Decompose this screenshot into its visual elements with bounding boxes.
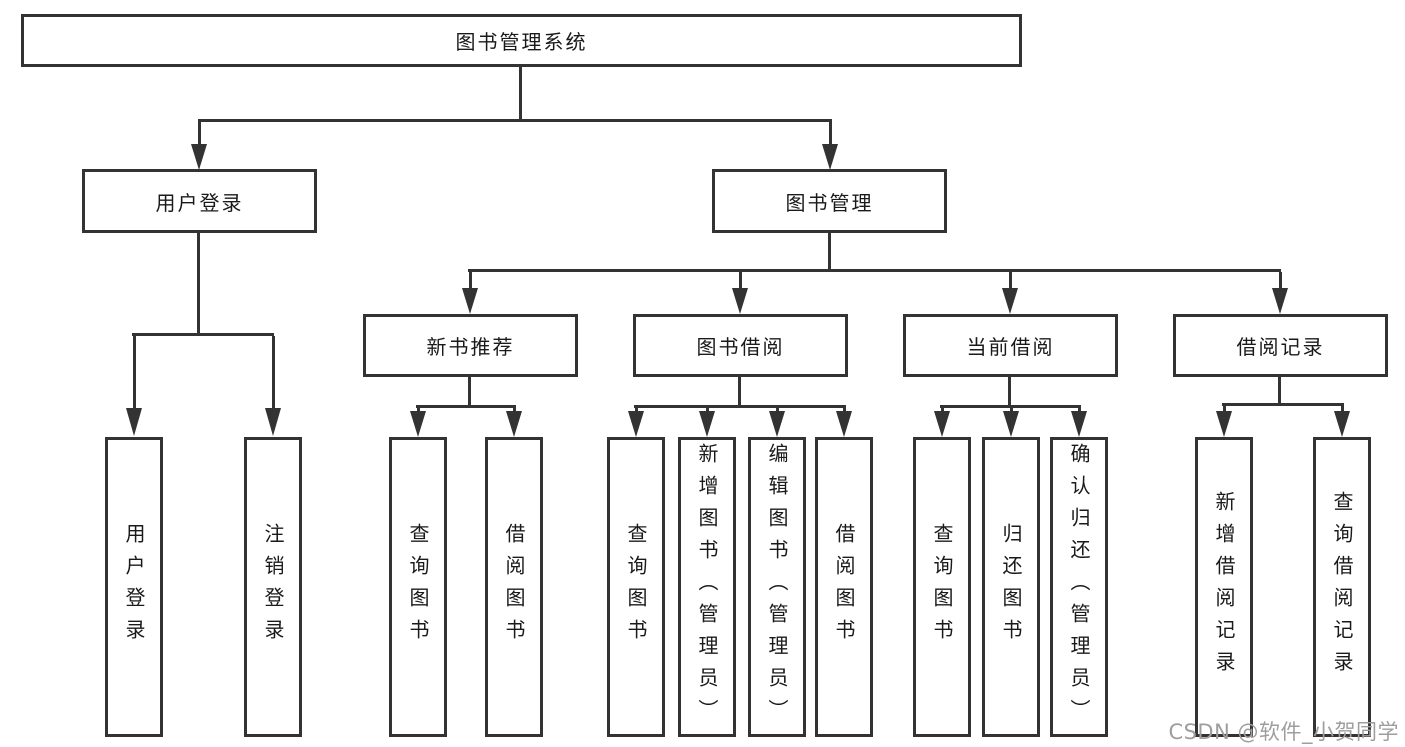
leaf-label: 确认归还（管理员）: [1067, 443, 1091, 731]
connector-line: [738, 377, 741, 407]
leaf-label: 用户登录: [122, 523, 146, 651]
connector-line: [198, 119, 832, 122]
leaf-query-books-current: 查询图书: [913, 437, 971, 737]
leaf-query-borrow-record: 查询借阅记录: [1313, 437, 1371, 737]
arrow-head-icon: [836, 411, 852, 437]
connector-line: [519, 67, 522, 121]
arrow-head-icon: [934, 411, 950, 437]
arrow-head-icon: [462, 288, 478, 314]
connector-line: [197, 233, 200, 335]
connector-line: [1278, 377, 1281, 405]
arrow-head-icon: [410, 411, 426, 437]
node-book-borrow: 图书借阅: [633, 314, 848, 377]
arrow-stem: [416, 408, 420, 411]
leaf-return-books: 归还图书: [982, 437, 1040, 737]
arrow-stem: [828, 122, 832, 144]
arrow-stem: [738, 272, 742, 288]
arrow-stem: [132, 336, 136, 408]
arrow-head-icon: [1216, 411, 1232, 437]
leaf-query-books-recommend: 查询图书: [389, 437, 447, 737]
arrow-head-icon: [732, 288, 748, 314]
arrow-stem: [775, 408, 779, 411]
arrow-stem: [1278, 272, 1282, 288]
arrow-head-icon: [769, 411, 785, 437]
connector-line: [828, 233, 831, 271]
node-new-book-recommend: 新书推荐: [363, 314, 578, 377]
leaf-label: 新增图书（管理员）: [695, 443, 719, 731]
leaf-label: 注销登录: [261, 523, 285, 651]
node-library-system: 图书管理系统: [21, 14, 1022, 67]
leaf-label: 编辑图书（管理员）: [765, 443, 789, 731]
leaf-borrow-books: 借阅图书: [815, 437, 873, 737]
leaf-label: 归还图书: [999, 523, 1023, 651]
arrow-stem: [197, 122, 201, 144]
arrow-stem: [271, 336, 275, 408]
connector-line: [940, 405, 1081, 408]
node-user-login: 用户登录: [82, 169, 317, 233]
arrow-head-icon: [628, 411, 644, 437]
arrow-stem: [705, 408, 709, 411]
arrow-head-icon: [1334, 411, 1350, 437]
watermark: CSDN @软件_小贺同学: [1168, 720, 1399, 744]
node-book-management: 图书管理: [712, 169, 947, 233]
connector-line: [468, 269, 1281, 272]
arrow-head-icon: [265, 408, 281, 436]
leaf-user-login: 用户登录: [105, 437, 163, 737]
leaf-label: 查询图书: [930, 523, 954, 651]
node-current-borrow: 当前借阅: [903, 314, 1118, 377]
arrow-stem: [1077, 408, 1081, 411]
leaf-add-books-admin: 新增图书（管理员）: [678, 437, 736, 737]
leaf-label: 新增借阅记录: [1212, 491, 1236, 683]
leaf-logout: 注销登录: [244, 437, 302, 737]
arrow-stem: [1340, 406, 1344, 411]
connector-line: [416, 405, 516, 408]
connector-line: [132, 333, 274, 336]
leaf-edit-books-admin: 编辑图书（管理员）: [748, 437, 806, 737]
leaf-label: 查询借阅记录: [1330, 491, 1354, 683]
arrow-stem: [512, 408, 516, 411]
arrow-head-icon: [822, 144, 838, 170]
arrow-stem: [634, 408, 638, 411]
connector-line: [1222, 403, 1344, 406]
leaf-confirm-return-admin: 确认归还（管理员）: [1050, 437, 1108, 737]
arrow-head-icon: [191, 144, 207, 170]
connector-line: [634, 405, 846, 408]
leaf-label: 借阅图书: [832, 523, 856, 651]
arrow-head-icon: [1002, 288, 1018, 314]
arrow-head-icon: [506, 411, 522, 437]
connector-line: [1008, 377, 1011, 407]
arrow-head-icon: [126, 408, 142, 436]
arrow-head-icon: [1272, 288, 1288, 314]
arrow-stem: [842, 408, 846, 411]
leaf-add-borrow-record: 新增借阅记录: [1195, 437, 1253, 737]
arrow-head-icon: [699, 411, 715, 437]
leaf-label: 查询图书: [406, 523, 430, 651]
leaf-label: 查询图书: [624, 523, 648, 651]
connector-line: [468, 377, 471, 407]
leaf-borrow-books-recommend: 借阅图书: [485, 437, 543, 737]
arrow-stem: [468, 272, 472, 288]
node-borrow-records: 借阅记录: [1173, 314, 1388, 377]
arrow-head-icon: [1003, 411, 1019, 437]
arrow-stem: [1009, 408, 1013, 411]
leaf-label: 借阅图书: [502, 523, 526, 651]
arrow-stem: [940, 408, 944, 411]
leaf-query-books-borrow: 查询图书: [607, 437, 665, 737]
arrow-stem: [1222, 406, 1226, 411]
arrow-stem: [1008, 272, 1012, 288]
arrow-head-icon: [1071, 411, 1087, 437]
